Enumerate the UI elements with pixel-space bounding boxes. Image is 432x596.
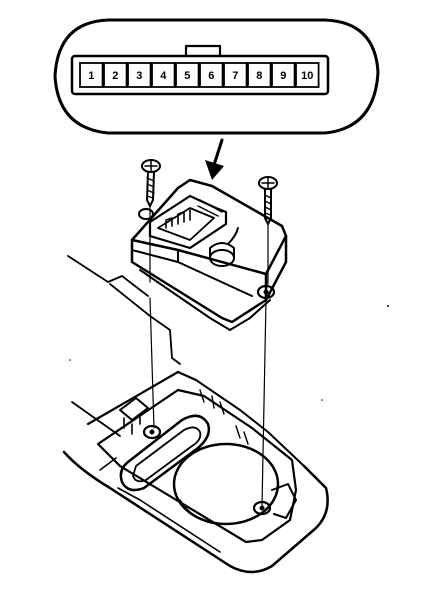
connector-pin-label: 3 [136, 70, 142, 82]
connector-pin-cell [247, 62, 272, 88]
connector-body [70, 54, 330, 96]
control-unit [130, 178, 288, 331]
connector-pin-cell [223, 62, 248, 88]
connector-pin-label: 6 [208, 70, 214, 82]
connector-pin-cell [151, 62, 176, 88]
console-base [62, 370, 329, 574]
connector-pin-label: 8 [256, 70, 262, 82]
connector-pin-cell [295, 62, 320, 88]
screw-icon [141, 159, 161, 207]
connector-pin-cell [79, 62, 104, 88]
print-specks [69, 305, 389, 401]
connector-pin-cell [127, 62, 152, 88]
connector-latch [184, 44, 222, 58]
connector-pin-label: 2 [112, 70, 118, 82]
connector-pin-cell [271, 62, 296, 88]
connector-pin-label: 1 [88, 70, 94, 82]
connector-pin-label: 5 [184, 70, 190, 82]
connector-pin-cell [199, 62, 224, 88]
connector-pins: 1 2 3 4 5 6 7 8 9 10 [79, 62, 320, 88]
surrounding-panel [67, 255, 181, 437]
connector-callout: 1 2 3 4 5 6 7 8 9 10 [53, 18, 380, 135]
connector-pin-label: 4 [160, 70, 167, 82]
connector-pin-label: 7 [232, 70, 238, 82]
arrow-down-icon [205, 138, 224, 180]
connector-pin-label: 10 [301, 70, 313, 82]
connector-pin-cell [103, 62, 128, 88]
connector-pin-cell [175, 62, 200, 88]
connector-pin-label: 9 [280, 70, 286, 82]
